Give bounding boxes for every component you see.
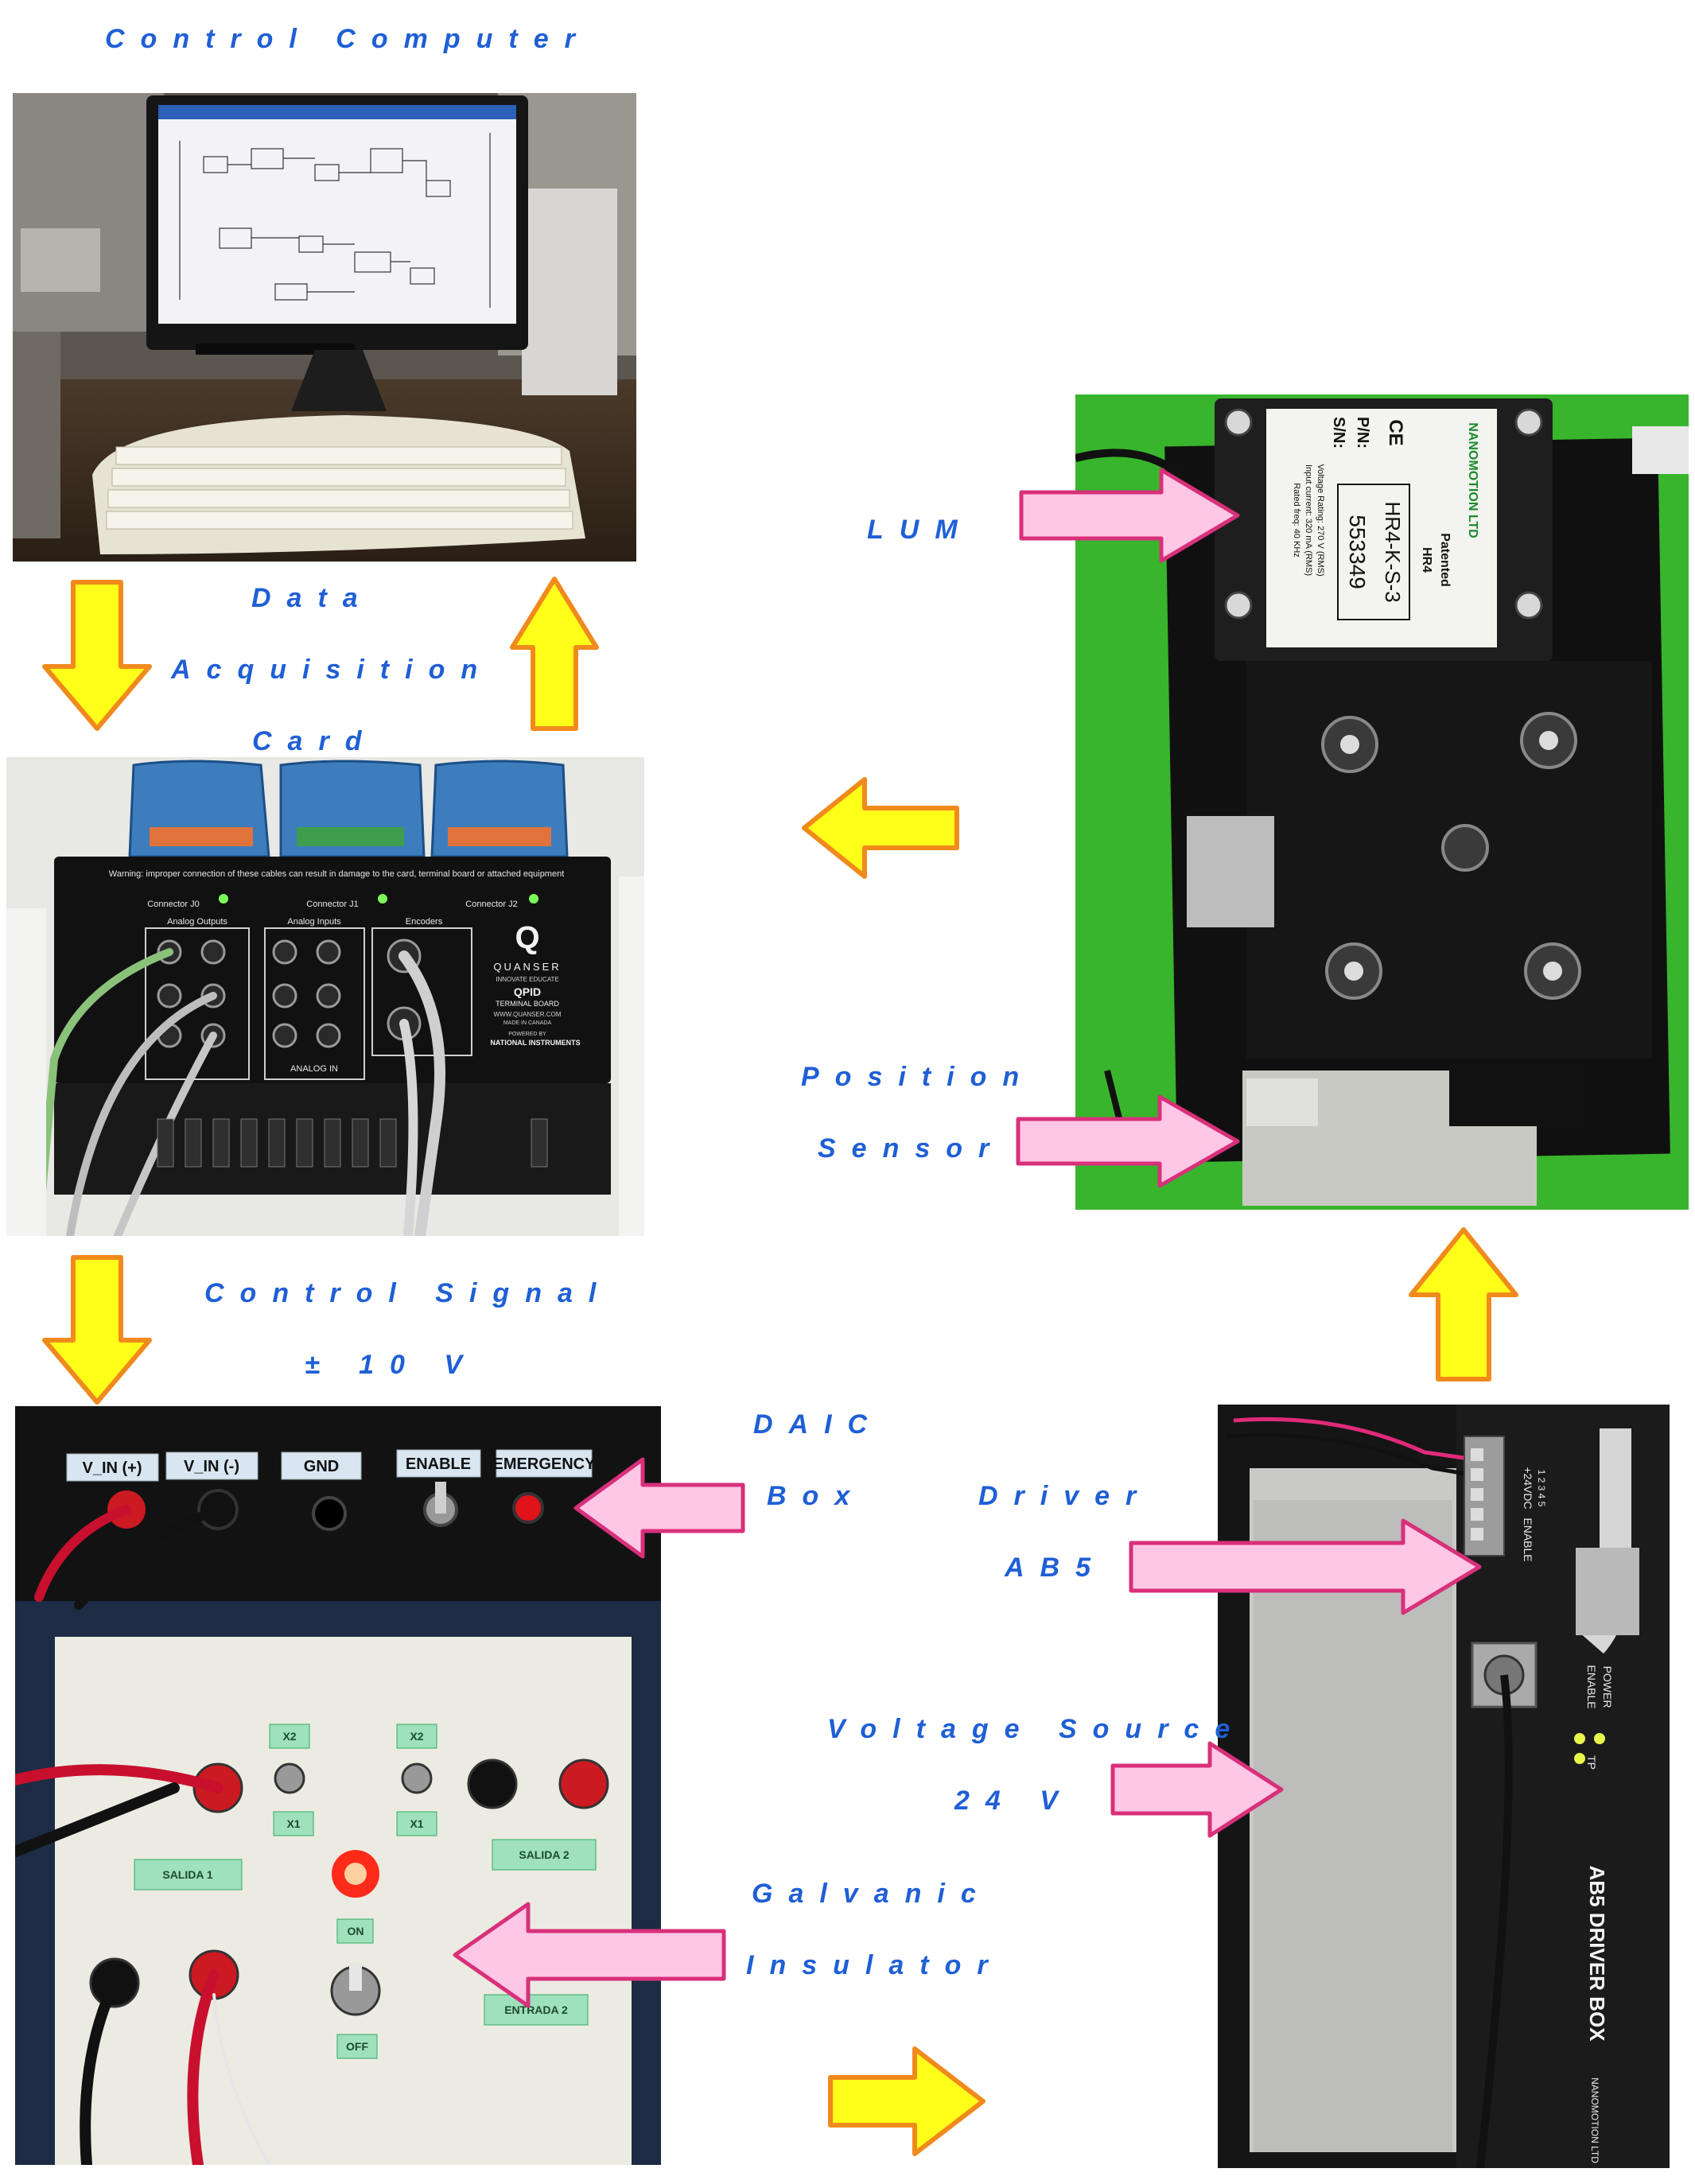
analog-outputs-label: Analog Outputs: [167, 917, 227, 927]
motor-model: HR4: [1420, 547, 1433, 573]
analog-inputs-label: Analog Inputs: [287, 917, 341, 927]
label-box: Box: [767, 1481, 866, 1511]
x1-label-b: X1: [410, 1817, 423, 1830]
connector-j2-label: Connector J2: [465, 900, 517, 909]
x2-label-b: X2: [410, 1730, 423, 1743]
label-position: Position: [801, 1062, 1036, 1092]
callout-arrow-daic-box: [573, 1456, 746, 1560]
connector-j0-label: Connector J0: [147, 900, 199, 909]
callout-arrow-voltage-source: [1110, 1740, 1285, 1839]
quanser-url: WWW.QUANSER.COM: [494, 1011, 562, 1018]
label-sensor: Sensor: [818, 1133, 1005, 1164]
enable-label: ENABLE: [406, 1455, 471, 1473]
driver-brand: NANOMOTION LTD: [1589, 2077, 1600, 2163]
label-voltage-source: Voltage Source: [827, 1714, 1246, 1744]
motor-spec-freq: Rated freq: 40 KHz: [1292, 483, 1301, 558]
qpid-terminal-board-photo: Warning: improper connection of these ca…: [6, 757, 644, 1236]
on-label: ON: [348, 1925, 364, 1937]
driver-enable-label: ENABLE: [1585, 1665, 1598, 1708]
label-card: Card: [252, 726, 378, 756]
driver-enable-terminal-label: ENABLE: [1522, 1518, 1534, 1561]
quanser-brand: QUANSER: [493, 961, 561, 973]
patented-label: Patented: [1438, 533, 1452, 587]
lum-stage-photo: NANOMOTION LTD P/N: S/N: Patented HR4 HR…: [1075, 394, 1689, 1210]
motor-spec-current: Input current: 320 mA (RMS): [1304, 464, 1313, 576]
analog-in-label: ANALOG IN: [290, 1064, 338, 1074]
x2-label-a: X2: [282, 1730, 296, 1743]
made-in-canada: MADE IN CANADA: [503, 1020, 552, 1026]
label-data: Data: [251, 583, 374, 613]
powered-by: POWERED BY: [508, 1032, 546, 1037]
daic-box-photo: V_IN (+) V_IN (-) GND ENABLE EMERGENCY X…: [15, 1406, 661, 2165]
arrow-down-computer-to-card: [41, 579, 153, 732]
driver-power-label: POWER: [1601, 1666, 1614, 1708]
qpid-warning-text: Warning: improper connection of these ca…: [109, 869, 565, 879]
salida-2-label: SALIDA 2: [519, 1848, 569, 1861]
motor-part-number: HR4-K-S-3: [1381, 501, 1405, 602]
entrada-2-label: ENTRADA 2: [504, 2003, 568, 2016]
ab5-driver-box-title: AB5 DRIVER BOX: [1585, 1865, 1609, 2042]
label-control-signal: Control Signal: [204, 1278, 612, 1308]
qpid-model: QPID: [514, 985, 541, 998]
connector-j1-label: Connector J1: [306, 900, 358, 909]
driver-supply-label: +24VDC: [1522, 1467, 1534, 1509]
v-in-pos-label: V_IN (+): [82, 1459, 142, 1477]
arrow-up-driver-to-lum: [1408, 1226, 1519, 1382]
label-ab5: AB5: [1005, 1553, 1107, 1583]
label-acquisition: Acquisition: [171, 655, 494, 685]
arrow-up-card-to-computer: [509, 576, 600, 732]
ab5-driver-box-photo: +24VDC 1 2 3 4 5 ENABLE POWER ENABLE TP …: [1218, 1405, 1670, 2168]
label-lum: LUM: [867, 515, 974, 545]
arrow-right-daic-to-driver: [827, 2046, 986, 2157]
ce-mark: CE: [1385, 419, 1406, 445]
gnd-label: GND: [304, 1458, 339, 1475]
nanomotion-brand: NANOMOTION LTD: [1466, 422, 1479, 538]
quanser-tagline: INNOVATE EDUCATE: [496, 976, 559, 983]
pn-label: P/N:: [1354, 417, 1371, 449]
arrow-down-card-to-daic: [41, 1254, 153, 1405]
label-daic: DAIC: [753, 1409, 884, 1440]
qpid-subtitle: TERMINAL BOARD: [496, 1000, 559, 1008]
driver-tp-label: TP: [1585, 1755, 1598, 1770]
national-instruments: NATIONAL INSTRUMENTS: [490, 1039, 580, 1047]
salida-1-label: SALIDA 1: [162, 1868, 212, 1881]
label-control-computer: Control Computer: [105, 24, 591, 54]
arrow-left-lum-to-card: [801, 776, 960, 880]
encoders-label: Encoders: [406, 917, 443, 927]
control-computer-photo: [13, 93, 636, 562]
quanser-logo-q: Q: [515, 920, 539, 955]
callout-arrow-lum: [1018, 467, 1241, 564]
driver-terminals-label: 1 2 3 4 5: [1536, 1470, 1547, 1507]
off-label: OFF: [346, 2040, 368, 2053]
sn-label: S/N:: [1330, 417, 1347, 449]
callout-arrow-driver-ab5: [1128, 1518, 1483, 1616]
motor-spec-voltage: Voltage Rating: 270 V (RMS): [1316, 464, 1325, 576]
v-in-neg-label: V_IN (-): [184, 1458, 239, 1475]
x1-label-a: X1: [286, 1817, 300, 1830]
callout-arrow-position-sensor: [1015, 1094, 1241, 1189]
label-galvanic: Galvanic: [752, 1879, 992, 1909]
motor-serial: 553349: [1345, 515, 1370, 589]
label-insulator: Insulator: [746, 1950, 1004, 1980]
emergency-label: EMERGENCY: [493, 1455, 597, 1473]
label-24v: 24 V: [954, 1786, 1074, 1816]
callout-arrow-galvanic-insulator: [452, 1901, 727, 2009]
label-driver: Driver: [978, 1481, 1153, 1511]
label-plus-minus-10v: ± 10 V: [305, 1350, 479, 1380]
